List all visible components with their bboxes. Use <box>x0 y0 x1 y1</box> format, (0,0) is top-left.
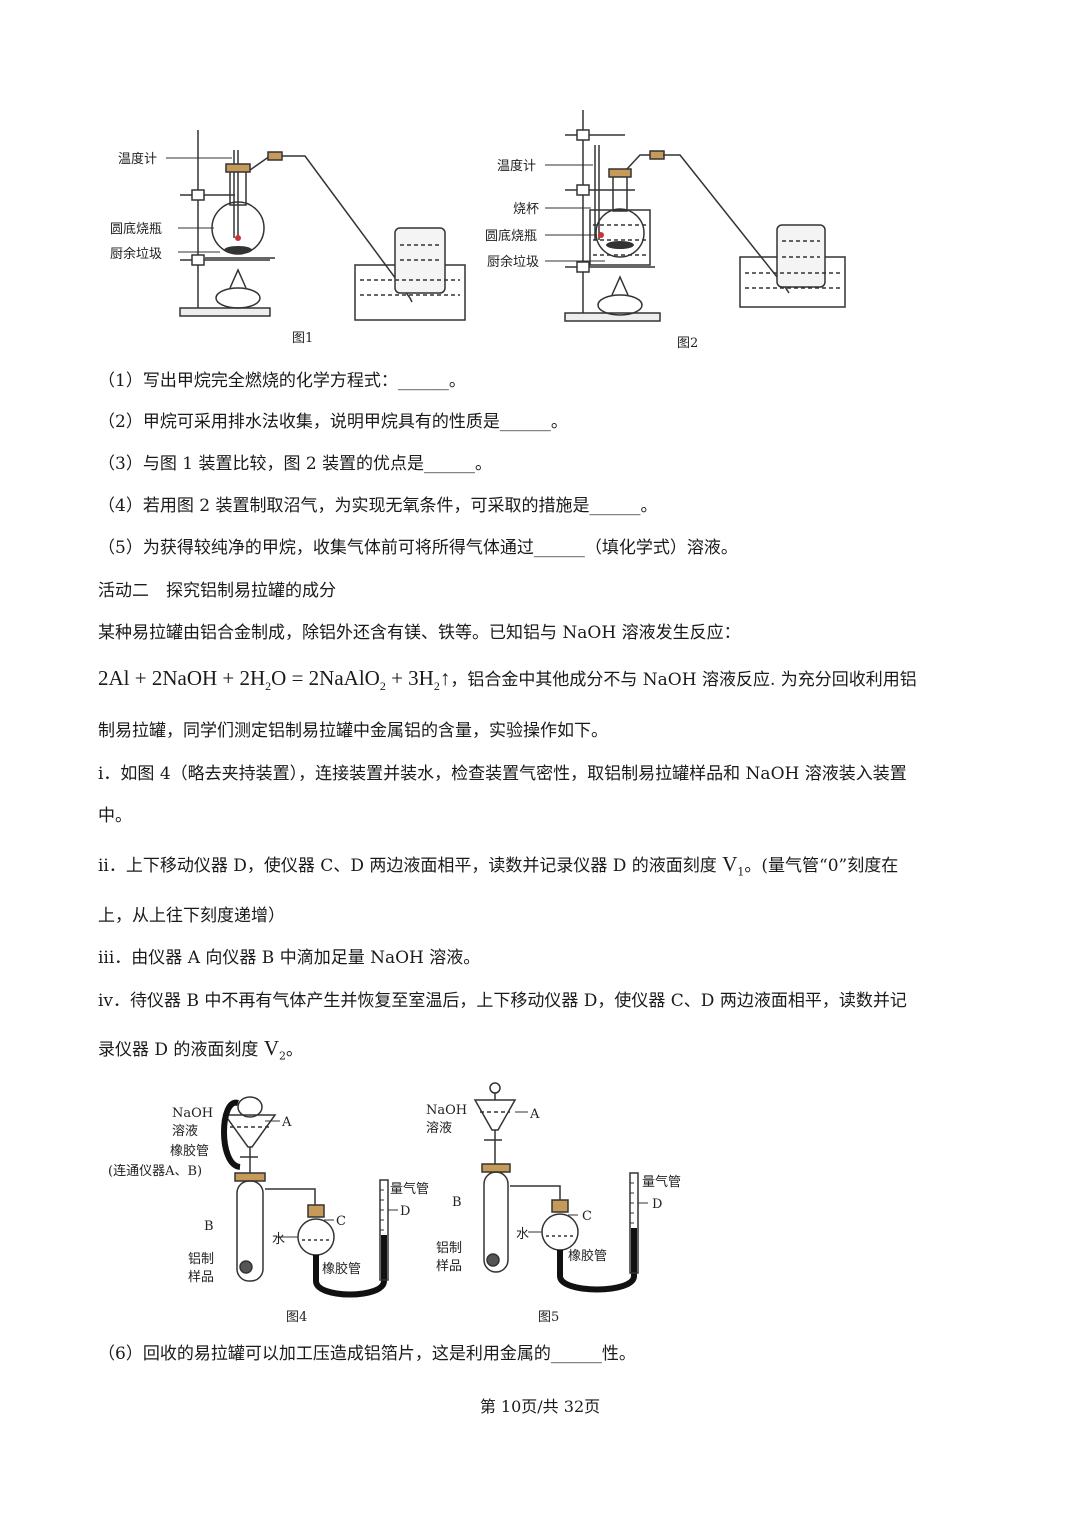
activity-2-intro: 某种易拉罐由铝合金制成，除铝外还含有镁、铁等。已知铝与 NaOH 溶液发生反应： <box>98 623 741 643</box>
fig2-label-thermometer: 温度计 <box>497 158 536 174</box>
fig4-label-connect: (连通仪器A、B) <box>108 1163 202 1179</box>
question-3: （3）与图 1 装置比较，图 2 装置的优点是______。 <box>98 454 493 474</box>
fig4-label-d: D <box>400 1204 410 1219</box>
step-2: ii．上下移动仪器 D，使仪器 C、D 两边液面相平，读数并记录仪器 D 的液面… <box>98 852 899 879</box>
fig5-label-solution: 溶液 <box>426 1121 452 1136</box>
fig4-label-b: B <box>204 1219 214 1234</box>
figure-1: 温度计 圆底烧瓶 厨余垃圾 图1 <box>110 120 470 350</box>
fig4-label-water: 水 <box>272 1232 285 1247</box>
fig5-caption: 图5 <box>538 1310 559 1325</box>
fig4-label-sample-2: 样品 <box>188 1270 214 1285</box>
fig4-label-rubber-tube: 橡胶管 <box>170 1143 209 1159</box>
activity-2-intro-2: 制易拉罐，同学们测定铝制易拉罐中金属铝的含量，实验操作如下。 <box>98 721 608 741</box>
step-4: iv．待仪器 B 中不再有气体产生并恢复至室温后，上下移动仪器 D，使仪器 C、… <box>98 991 907 1011</box>
fig2-label-beaker: 烧杯 <box>513 202 539 217</box>
fig5-label-rubber-tube: 橡胶管 <box>568 1248 607 1264</box>
step-3: iii．由仪器 A 向仪器 B 中滴加足量 NaOH 溶液。 <box>98 948 481 968</box>
fig4-label-rubber-tube-2: 橡胶管 <box>322 1261 361 1277</box>
fig4-caption: 图4 <box>286 1310 307 1325</box>
fig2-label-waste: 厨余垃圾 <box>487 254 539 270</box>
fig5-label-b: B <box>452 1195 462 1210</box>
fig4-label-c: C <box>336 1214 346 1229</box>
step-4-cont: 录仪器 D 的液面刻度 V2。 <box>98 1036 304 1063</box>
fig5-label-gas-tube: 量气管 <box>642 1174 681 1190</box>
figure-2: 温度计 烧杯 圆底烧瓶 厨余垃圾 图2 <box>485 105 855 355</box>
reaction-equation: 2Al + 2NaOH + 2H2O = 2NaAlO2 + 3H2↑ <box>98 666 451 694</box>
fig2-label-flask: 圆底烧瓶 <box>485 228 537 244</box>
figure-5: NaOH 溶液 A B C 水 量气管 D 橡胶管 铝制 样品 图5 <box>420 1078 720 1328</box>
fig4-label-solution: 溶液 <box>172 1124 198 1139</box>
fig1-label-thermometer: 温度计 <box>118 151 157 167</box>
page-footer: 第 10页/共 32页 <box>479 1397 601 1416</box>
step-1-cont: 中。 <box>98 806 132 826</box>
fig5-label-d: D <box>652 1197 662 1212</box>
question-5: （5）为获得较纯净的甲烷，收集气体前可将所得气体通过______（填化学式）溶液… <box>98 538 738 558</box>
fig1-label-waste: 厨余垃圾 <box>110 246 162 262</box>
question-6: （6）回收的易拉罐可以加工压造成铝箔片，这是利用金属的______性。 <box>98 1344 636 1364</box>
fig2-caption: 图2 <box>677 336 698 351</box>
fig4-label-sample-1: 铝制 <box>188 1252 214 1267</box>
fig5-label-c: C <box>582 1209 592 1224</box>
question-1: （1）写出甲烷完全燃烧的化学方程式：______。 <box>98 371 466 391</box>
question-2: （2）甲烷可采用排水法收集，说明甲烷具有的性质是______。 <box>98 412 568 432</box>
fig5-label-naoh: NaOH <box>426 1103 467 1118</box>
fig5-label-water: 水 <box>516 1227 529 1242</box>
fig1-label-flask: 圆底烧瓶 <box>110 221 162 237</box>
step-1: i．如图 4（略去夹持装置），连接装置并装水，检查装置气密性，取铝制易拉罐样品和… <box>98 764 907 784</box>
fig5-label-sample-1: 铝制 <box>436 1241 462 1256</box>
fig5-label-a: A <box>529 1107 540 1122</box>
fig5-label-sample-2: 样品 <box>436 1259 462 1274</box>
fig4-label-a: A <box>281 1115 292 1130</box>
reaction-equation-line: 2Al + 2NaOH + 2H2O = 2NaAlO2 + 3H2↑，铝合金中… <box>98 666 917 694</box>
question-4: （4）若用图 2 装置制取沼气，为实现无氧条件，可采取的措施是______。 <box>98 496 658 516</box>
step-2-cont: 上，从上往下刻度递增） <box>98 906 285 926</box>
figure-4: NaOH 溶液 A 橡胶管 (连通仪器A、B) B C 水 量气管 D 橡胶管 … <box>100 1085 429 1330</box>
fig1-caption: 图1 <box>292 331 313 346</box>
fig4-label-gas-tube: 量气管 <box>390 1181 429 1197</box>
activity-2-title: 活动二 探究铝制易拉罐的成分 <box>98 581 336 601</box>
fig4-label-naoh: NaOH <box>172 1106 213 1121</box>
